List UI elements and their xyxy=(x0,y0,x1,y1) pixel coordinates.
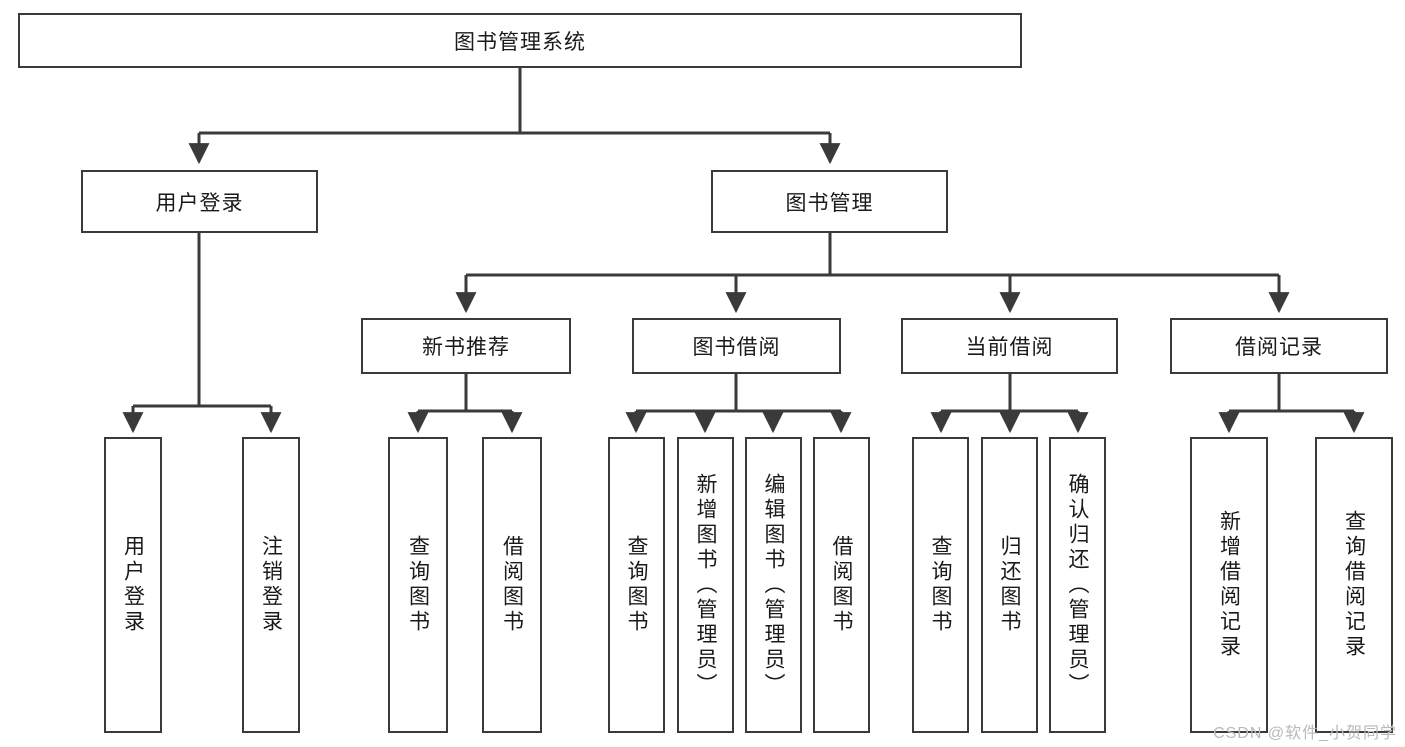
node-label: 新书推荐 xyxy=(422,336,510,359)
leaf-query-borrow-record[interactable]: 查询借阅记录 xyxy=(1315,437,1393,733)
node-label: 新增借阅记录 xyxy=(1217,510,1241,660)
node-new-book-recommend[interactable]: 新书推荐 xyxy=(361,318,571,374)
node-label: 借阅图书 xyxy=(830,535,853,635)
leaf-add-borrow-record[interactable]: 新增借阅记录 xyxy=(1190,437,1268,733)
leaf-return-book[interactable]: 归还图书 xyxy=(981,437,1038,733)
leaf-recommend-query-book[interactable]: 查询图书 xyxy=(388,437,448,733)
node-label: 当前借阅 xyxy=(965,336,1054,359)
leaf-add-book-admin[interactable]: 新增图书（管理员） xyxy=(677,437,734,733)
node-label: 图书借阅 xyxy=(692,336,781,359)
node-borrow-records[interactable]: 借阅记录 xyxy=(1170,318,1388,374)
leaf-recommend-borrow-book[interactable]: 借阅图书 xyxy=(482,437,542,733)
leaf-borrow-query-book[interactable]: 查询图书 xyxy=(608,437,665,733)
leaf-edit-book-admin[interactable]: 编辑图书（管理员） xyxy=(745,437,802,733)
leaf-current-query-book[interactable]: 查询图书 xyxy=(912,437,969,733)
leaf-logout[interactable]: 注销登录 xyxy=(242,437,300,733)
node-label: 查询图书 xyxy=(929,535,952,635)
node-label: 借阅记录 xyxy=(1235,336,1323,359)
leaf-confirm-return-admin[interactable]: 确认归还（管理员） xyxy=(1049,437,1106,733)
node-label: 查询借阅记录 xyxy=(1342,510,1366,660)
node-label: 查询图书 xyxy=(406,535,430,635)
node-label: 图书管理系统 xyxy=(454,30,586,54)
node-label: 用户登录 xyxy=(121,535,145,635)
node-book-borrow[interactable]: 图书借阅 xyxy=(632,318,841,374)
node-book-management-system[interactable]: 图书管理系统 xyxy=(18,13,1022,68)
node-label: 查询图书 xyxy=(625,535,648,635)
node-label: 编辑图书（管理员） xyxy=(762,472,785,698)
node-label: 用户登录 xyxy=(155,191,244,215)
node-label: 借阅图书 xyxy=(500,535,524,635)
node-user-login[interactable]: 用户登录 xyxy=(81,170,318,233)
node-book-management[interactable]: 图书管理 xyxy=(711,170,948,233)
node-current-borrow[interactable]: 当前借阅 xyxy=(901,318,1118,374)
node-label: 确认归还（管理员） xyxy=(1066,472,1089,698)
node-label: 新增图书（管理员） xyxy=(694,472,717,698)
leaf-user-login[interactable]: 用户登录 xyxy=(104,437,162,733)
node-label: 归还图书 xyxy=(998,535,1021,635)
leaf-borrow-book[interactable]: 借阅图书 xyxy=(813,437,870,733)
node-label: 注销登录 xyxy=(259,535,283,635)
node-label: 图书管理 xyxy=(785,191,874,215)
